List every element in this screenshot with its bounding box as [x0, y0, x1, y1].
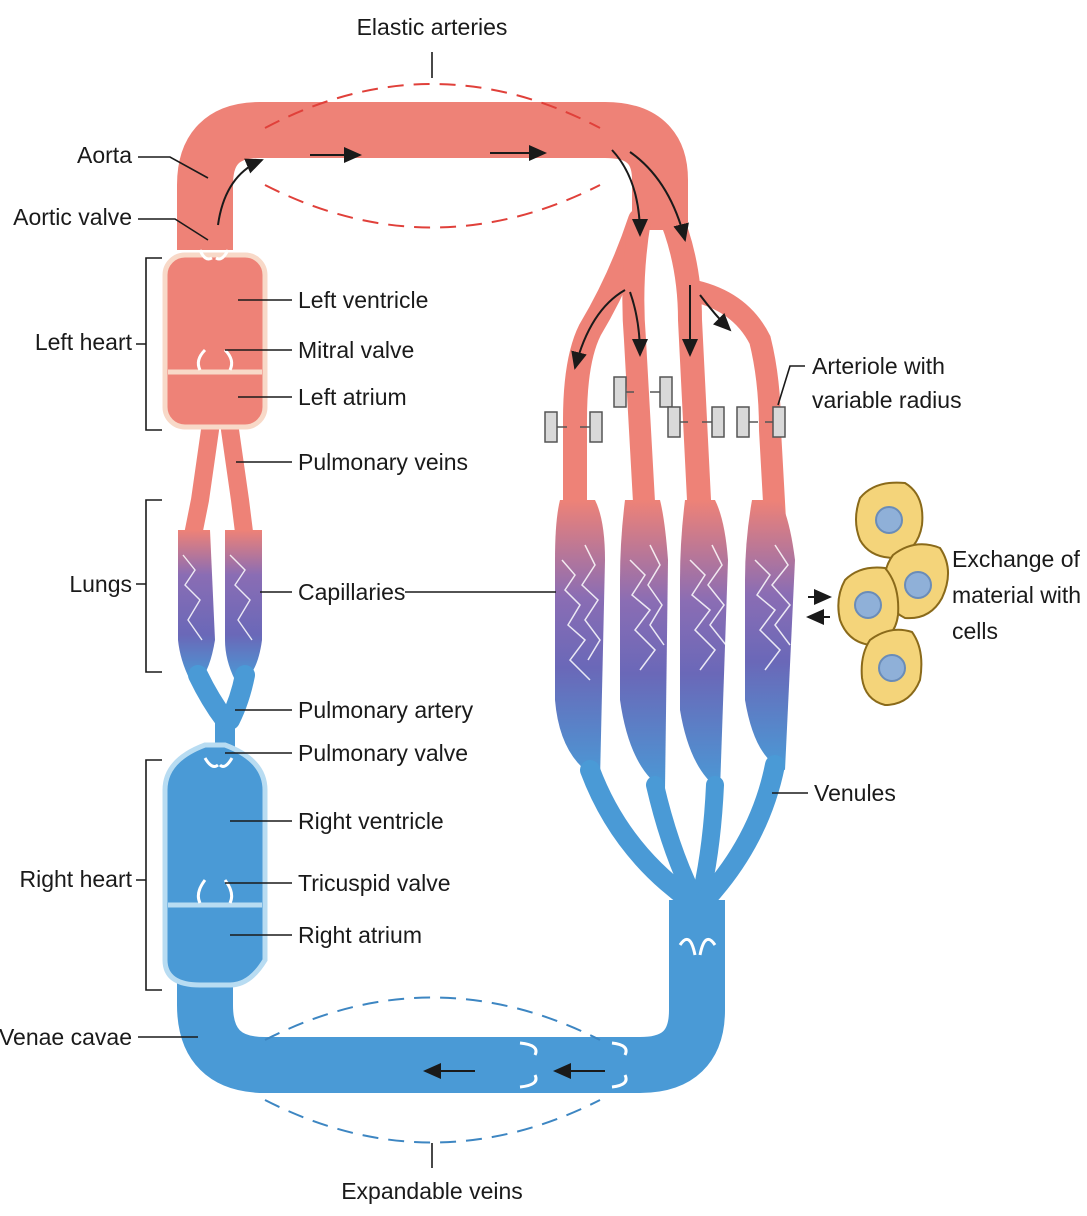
- label-exchange-line1: Exchange of: [952, 546, 1080, 572]
- cell-1-nucleus: [876, 507, 902, 533]
- pulmonary-veins-vessel: [192, 430, 245, 540]
- label-venules: Venules: [814, 780, 896, 806]
- label-arteriole-line1: Arteriole with: [812, 353, 945, 379]
- cell-2-nucleus: [905, 572, 931, 598]
- lung-capillary-beds: [178, 530, 262, 680]
- label-exchange-line3: cells: [952, 618, 998, 644]
- venae-cavae-vessel: [205, 900, 697, 1065]
- bracket-right-heart: [136, 760, 162, 990]
- label-capillaries: Capillaries: [298, 579, 405, 605]
- label-right-heart: Right heart: [19, 866, 132, 892]
- label-right-atrium: Right atrium: [298, 922, 422, 948]
- label-expandable-veins: Expandable veins: [341, 1178, 523, 1204]
- cell-3-nucleus: [855, 592, 881, 618]
- bracket-left-heart: [136, 258, 162, 430]
- arterial-branches: [575, 210, 775, 520]
- leader-arteriole: [778, 366, 805, 405]
- label-pulmonary-valve: Pulmonary valve: [298, 740, 468, 766]
- label-mitral-valve: Mitral valve: [298, 337, 414, 363]
- left-heart-chamber: [165, 250, 265, 427]
- label-pulmonary-veins: Pulmonary veins: [298, 449, 468, 475]
- label-exchange-line2: material with: [952, 582, 1081, 608]
- bracket-lungs: [136, 500, 162, 672]
- systemic-capillary-beds: [555, 500, 795, 790]
- label-elastic-arteries: Elastic arteries: [357, 14, 508, 40]
- label-left-heart: Left heart: [35, 329, 133, 355]
- label-left-ventricle: Left ventricle: [298, 287, 428, 313]
- label-tricuspid-valve: Tricuspid valve: [298, 870, 451, 896]
- label-aortic-valve: Aortic valve: [13, 204, 132, 230]
- right-heart-chamber: [165, 745, 265, 985]
- label-pulmonary-artery: Pulmonary artery: [298, 697, 474, 723]
- label-lungs: Lungs: [69, 571, 132, 597]
- label-aorta: Aorta: [77, 142, 132, 168]
- label-right-ventricle: Right ventricle: [298, 808, 444, 834]
- label-venae-cavae: Venae cavae: [0, 1024, 132, 1050]
- cell-4-nucleus: [879, 655, 905, 681]
- tissue-cells: [838, 483, 948, 705]
- venules-vessels: [590, 765, 775, 900]
- label-arteriole-line2: variable radius: [812, 387, 962, 413]
- label-left-atrium: Left atrium: [298, 384, 407, 410]
